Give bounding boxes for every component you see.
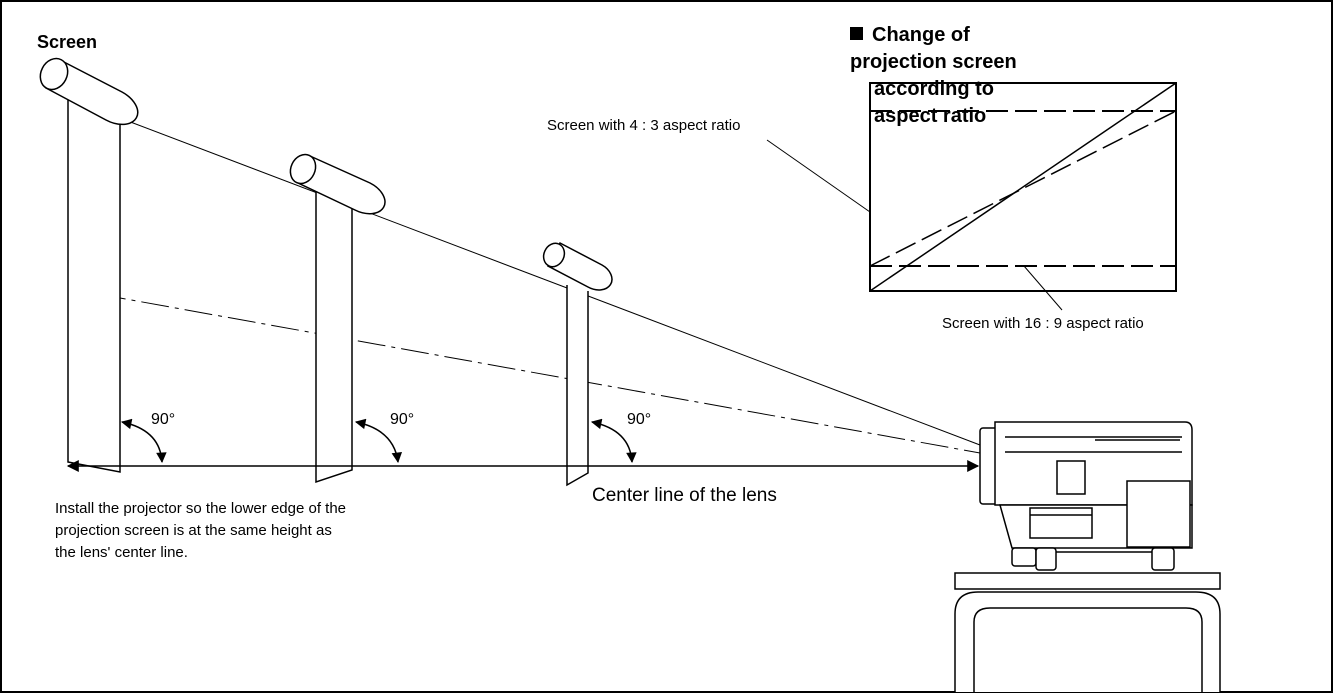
black-square-icon xyxy=(850,27,863,40)
screen-1 xyxy=(39,57,139,473)
projector-stand xyxy=(954,572,1221,692)
angle-arrows xyxy=(120,418,637,464)
inset-title: Change of projection screen according to… xyxy=(850,22,1050,130)
curved-arrow-icon xyxy=(354,418,403,464)
aspect-ratio-inset xyxy=(766,82,1177,311)
screen-roll-icon xyxy=(542,241,613,291)
screen-2 xyxy=(289,153,386,484)
inset-title-line2: according to aspect ratio xyxy=(874,78,995,127)
projection-lines xyxy=(97,117,981,454)
screen-roll-icon xyxy=(289,153,386,215)
install-note: Install the projector so the lower edge … xyxy=(55,500,347,561)
curved-arrow-icon xyxy=(120,418,167,464)
projector-icon xyxy=(979,421,1193,571)
screen-16-9-label: Screen with 16 : 9 aspect ratio xyxy=(942,315,1144,332)
screen-roll-icon xyxy=(39,57,139,126)
angle-label-2: 90° xyxy=(390,411,415,428)
curved-arrow-icon xyxy=(590,418,637,464)
screen-4-3-label: Screen with 4 : 3 aspect ratio xyxy=(547,117,741,134)
angle-label-1: 90° xyxy=(151,411,176,428)
screen-label: Screen xyxy=(37,32,98,52)
screen-3 xyxy=(542,241,613,487)
inset-title-line1: Change of projection screen xyxy=(850,24,1017,73)
center-line-label: Center line of the lens xyxy=(592,485,777,506)
angle-label-3: 90° xyxy=(627,411,652,428)
